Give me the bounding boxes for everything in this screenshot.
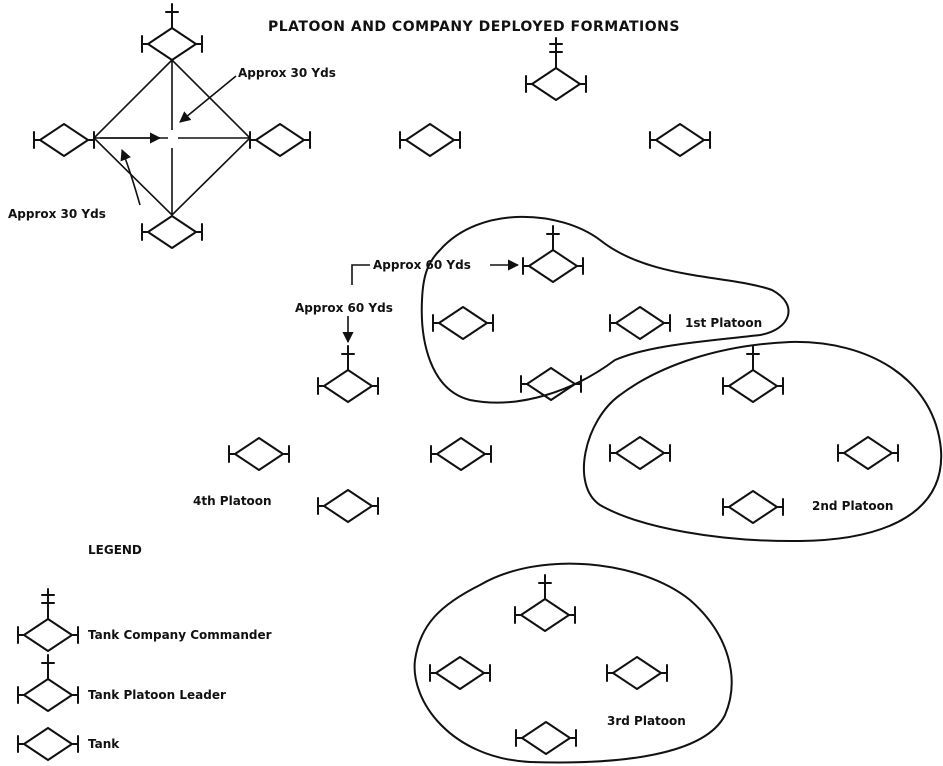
third-platoon-label: 3rd Platoon <box>607 714 686 728</box>
fourth-platoon-group: 4th Platoon <box>193 346 492 523</box>
legend-label-company-commander: Tank Company Commander <box>88 628 272 642</box>
second-platoon-group: 2nd Platoon <box>582 340 943 543</box>
tank-icon <box>722 490 784 524</box>
tank-icon <box>649 123 711 157</box>
company-commander-icon <box>18 589 78 651</box>
tank-icon <box>515 721 577 755</box>
legend-heading: LEGEND <box>88 543 142 557</box>
second-platoon-label: 2nd Platoon <box>812 499 893 513</box>
approx-30-label-left: Approx 30 Yds <box>8 207 106 221</box>
approx-30-arrow-left <box>120 148 141 206</box>
tank-icon <box>609 436 671 470</box>
approx-60-label-horizontal: Approx 60 Yds <box>373 258 471 272</box>
approx-30-arrow-top <box>179 75 237 123</box>
first-platoon-group: 1st Platoon <box>420 215 790 404</box>
first-platoon-outline <box>420 215 790 404</box>
tank-icon <box>317 489 379 523</box>
platoon-diamond-formation: Approx 30 Yds Approx 30 Yds <box>8 4 336 249</box>
tank-icon <box>837 436 899 470</box>
tank-icon <box>429 656 491 690</box>
tank-icon <box>520 367 582 401</box>
tank-icon <box>399 123 461 157</box>
tank-icon <box>609 306 671 340</box>
platoon-leader-icon <box>18 655 78 711</box>
tank-icon <box>17 727 79 761</box>
first-platoon-label: 1st Platoon <box>685 316 762 330</box>
third-platoon-outline <box>413 562 733 764</box>
platoon-leader-icon <box>723 346 783 402</box>
legend-label-platoon-leader: Tank Platoon Leader <box>88 688 226 702</box>
legend-label-tank: Tank <box>88 737 120 751</box>
tank-icon <box>228 437 290 471</box>
platoon-leader-icon <box>142 4 202 60</box>
third-platoon-group: 3rd Platoon <box>413 562 733 764</box>
platoon-leader-icon <box>318 346 378 402</box>
legend: LEGEND Tank Company Commander Tank Plato… <box>17 543 272 761</box>
tank-icon <box>606 656 668 690</box>
company-commander-icon <box>526 38 586 100</box>
second-platoon-outline <box>582 340 943 543</box>
tank-icon <box>141 215 203 249</box>
tank-icon <box>249 123 311 157</box>
tank-icon <box>430 437 492 471</box>
fourth-platoon-label: 4th Platoon <box>193 494 272 508</box>
tank-icon <box>33 123 95 157</box>
tank-icon <box>432 306 494 340</box>
bracket-line <box>351 264 370 285</box>
spacing-annotations: Approx 60 Yds Approx 60 Yds <box>295 258 520 344</box>
approx-30-label-top: Approx 30 Yds <box>238 66 336 80</box>
approx-60-label-vertical: Approx 60 Yds <box>295 301 393 315</box>
platoon-leader-icon <box>523 226 583 282</box>
diagram-title: PLATOON AND COMPANY DEPLOYED FORMATIONS <box>268 19 680 35</box>
platoon-leader-icon <box>515 575 575 631</box>
